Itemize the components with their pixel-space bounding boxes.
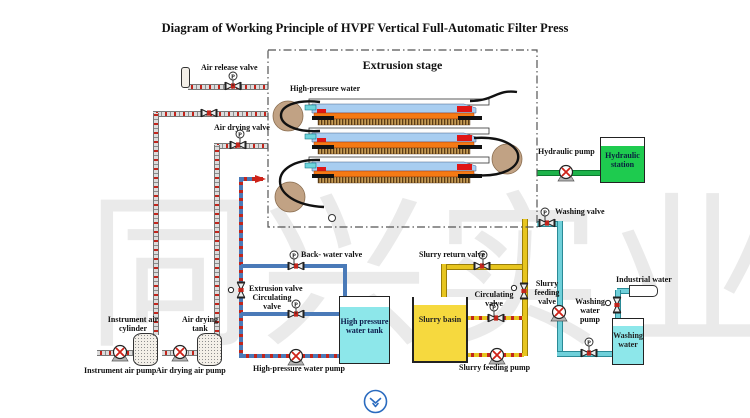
pipe-back-water-drop: [343, 264, 347, 298]
filter-plate-2: [304, 127, 490, 155]
high-pressure-water-label: High-pressure water: [290, 84, 361, 93]
slurry-feeding-pump-label: Slurry feeding pump: [459, 363, 531, 372]
chevron-down-icon: [363, 389, 388, 414]
air-release-valve-label: Air release valve: [201, 63, 258, 72]
high-pressure-water-tank: High pressure water tank: [339, 296, 390, 364]
gauge-circulating-slurry: P: [489, 302, 499, 318]
belt-guide-roller: [328, 214, 336, 222]
circulating-valve-slurry-icon: [487, 313, 505, 323]
scroll-down-button[interactable]: [362, 388, 389, 415]
slurry-feeding-pump-icon: [488, 347, 506, 365]
high-pressure-water-pump-label: High-pressure water pump: [253, 364, 346, 373]
back-water-valve-icon: [287, 261, 305, 271]
pipe-slurry-return-drop: [441, 264, 447, 299]
washing-valve-icon: [538, 218, 556, 228]
gauge-air-drying: P: [235, 129, 245, 145]
slurry-feeding-valve-actuator-icon: [510, 284, 518, 292]
gauge-air-release: P: [228, 71, 238, 87]
instrument-air-line-valve-icon: [200, 108, 218, 118]
slurry-basin-label: Slurry basin: [418, 315, 462, 324]
page-title: Diagram of Working Principle of HVPF Ver…: [161, 21, 569, 35]
washing-water-pump-icon: [550, 304, 568, 322]
extrusion-stage-label: Extrusion stage: [362, 58, 443, 72]
filter-plate-assemblies: [304, 98, 490, 184]
pipe-instrument-air-vertical: [153, 113, 159, 335]
circulating-valve-water-label: Circulating valve: [252, 293, 292, 311]
pipe-industrial-water: [617, 288, 631, 294]
industrial-water-valve-icon: [613, 297, 621, 313]
hydraulic-pump-icon: [557, 164, 575, 182]
pipe-hp-water-to-press: [239, 177, 263, 181]
instrument-air-pump-icon: [111, 344, 129, 362]
extrusion-valve-icon: [237, 282, 245, 298]
gauge-washing-valve: P: [540, 207, 550, 223]
slurry-return-valve-icon: [473, 261, 491, 271]
gauge-washing-tank-valve: P: [584, 337, 594, 353]
pipe-air-drying-vertical: [214, 145, 220, 335]
industrial-valve-actuator-icon: [604, 299, 612, 307]
svg-text:P: P: [543, 210, 547, 216]
svg-text:P: P: [292, 253, 296, 259]
flow-arrow-icon: [255, 175, 266, 183]
industrial-water-nozzle: [629, 285, 658, 297]
extrusion-valve-label: Extrusion valve: [249, 284, 303, 293]
slurry-feeding-valve-label: Slurry feeding valve: [534, 279, 560, 306]
gauge-slurry-return: P: [478, 250, 488, 266]
air-drying-valve-label: Air drying valve: [214, 123, 270, 132]
svg-text:P: P: [294, 302, 298, 308]
washing-valve-label: Washing valve: [555, 207, 605, 216]
svg-text:P: P: [481, 253, 485, 259]
instrument-air-cylinder: [133, 333, 158, 366]
industrial-water-label: Industrial water: [616, 275, 672, 284]
washing-water-pump-label: Washing water pump: [575, 297, 605, 324]
filter-plate-3: [304, 156, 490, 184]
svg-text:P: P: [587, 340, 591, 346]
gauge-circulating-water: P: [291, 299, 301, 315]
belt-roller-top-left: [272, 100, 304, 132]
svg-text:P: P: [231, 74, 235, 80]
high-pressure-water-tank-label: High pressure water tank: [340, 317, 389, 336]
back-water-valve-label: Back- water valve: [301, 250, 363, 259]
hydraulic-pump-label: Hydraulic pump: [538, 147, 595, 156]
air-drying-tank: [197, 333, 222, 366]
instrument-air-pump-label: Instrument air pump: [84, 366, 157, 375]
air-drying-tank-label: Air drying tank: [181, 315, 219, 333]
svg-text:P: P: [492, 305, 496, 311]
washing-water-tank-label: Washing water: [613, 331, 643, 350]
hydraulic-station: Hydraulic station: [600, 137, 645, 183]
instrument-air-cylinder-label: Instrument air cylinder: [107, 315, 159, 333]
gauge-back-water: P: [289, 250, 299, 266]
slurry-return-valve-label: Slurry return valve: [419, 250, 486, 259]
extrusion-stage-box: [267, 49, 538, 228]
hydraulic-station-label: Hydraulic station: [605, 151, 640, 170]
slurry-basin: Slurry basin: [412, 297, 468, 363]
filter-plate-1: [304, 98, 490, 126]
washing-water-tank: Washing water: [612, 318, 644, 365]
filter-belts: [278, 90, 520, 209]
air-drying-air-pump-label: Air drying air pump: [156, 366, 226, 375]
air-release-cylinder: [181, 67, 190, 88]
slurry-feeding-valve-icon: [520, 283, 528, 299]
air-drying-valve-icon: [229, 140, 247, 150]
circulating-valve-slurry-label: Circulating valve: [474, 290, 514, 308]
high-pressure-water-pump-icon: [287, 348, 305, 366]
air-drying-air-pump-icon: [171, 344, 189, 362]
pipe-washing-vertical: [557, 221, 563, 354]
extrusion-valve-actuator-icon: [227, 286, 235, 294]
svg-text:P: P: [238, 132, 242, 138]
